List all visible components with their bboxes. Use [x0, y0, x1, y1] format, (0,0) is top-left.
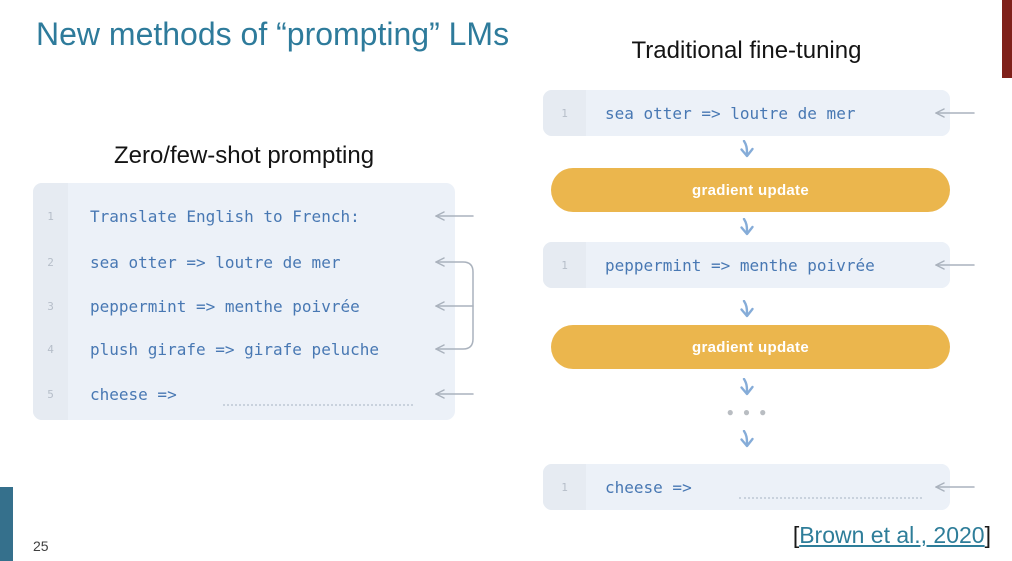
- line-number-gutter: [33, 183, 68, 420]
- down-arrow-icon: [739, 140, 754, 158]
- left-arrow-icon: [935, 108, 975, 118]
- line-number: 2: [47, 255, 54, 269]
- line-number: 1: [561, 106, 568, 120]
- left-arrow-icon: [935, 260, 975, 270]
- line-number-gutter: [543, 464, 586, 510]
- top-right-accent-bar: [1002, 0, 1012, 78]
- prompt-line: 1 Translate English to French:: [33, 206, 455, 226]
- ellipsis-dots: ●●●: [726, 405, 776, 419]
- page-number: 25: [33, 538, 49, 554]
- citation: [Brown et al., 2020]: [793, 522, 991, 549]
- example-text: sea otter => loutre de mer: [605, 103, 856, 123]
- down-arrow-icon: [739, 430, 754, 448]
- down-arrow-icon: [739, 218, 754, 236]
- fine-tuning-flow: 1 sea otter => loutre de mer gradient up…: [543, 90, 975, 515]
- branch-arrows-icon: [435, 211, 474, 399]
- slide-title: New methods of “prompting” LMs: [36, 16, 510, 52]
- gradient-update-label: gradient update: [691, 181, 809, 199]
- answer-placeholder-dotted: [222, 392, 413, 406]
- left-arrow-icon: [935, 482, 975, 492]
- example-text: cheese =>: [605, 477, 692, 497]
- example-code-block: 1 peppermint => menthe poivrée: [543, 242, 975, 288]
- line-number: 3: [47, 299, 54, 313]
- prompt-text: cheese =>: [90, 384, 177, 404]
- line-number: 5: [47, 387, 54, 401]
- zero-few-shot-heading: Zero/few-shot prompting: [113, 142, 375, 169]
- prompt-text: peppermint => menthe poivrée: [90, 296, 360, 316]
- line-number: 1: [561, 480, 568, 494]
- prompt-text: Translate English to French:: [90, 206, 360, 226]
- down-arrow-icon: [739, 300, 754, 318]
- bottom-left-accent-bar: [0, 487, 13, 561]
- prompt-text: plush girafe => girafe peluche: [90, 339, 379, 359]
- citation-close-bracket: ]: [984, 522, 991, 548]
- fine-tuning-heading: Traditional fine-tuning: [631, 37, 862, 64]
- prompt-line: 3 peppermint => menthe poivrée: [33, 296, 455, 316]
- gradient-update-pill: gradient update: [551, 325, 950, 369]
- gradient-update-label: gradient update: [691, 338, 809, 356]
- example-text: peppermint => menthe poivrée: [605, 255, 875, 275]
- example-code-block: 1 cheese =>: [543, 464, 975, 510]
- prompt-line: 2 sea otter => loutre de mer: [33, 252, 455, 272]
- line-number: 1: [561, 258, 568, 272]
- line-number-gutter: [543, 242, 586, 288]
- example-code-block: 1 sea otter => loutre de mer: [543, 90, 975, 136]
- line-number: 4: [47, 342, 54, 356]
- citation-link[interactable]: Brown et al., 2020: [799, 522, 985, 548]
- line-number: 1: [47, 209, 54, 223]
- prompt-line: 5 cheese =>: [33, 384, 455, 406]
- prompt-code-block: 1 Translate English to French: 2 sea ott…: [33, 183, 455, 420]
- answer-placeholder-dotted: [738, 485, 922, 499]
- down-arrow-icon: [739, 378, 754, 396]
- gradient-update-pill: gradient update: [551, 168, 950, 212]
- prompt-text: sea otter => loutre de mer: [90, 252, 341, 272]
- citation-open-bracket: [: [792, 522, 800, 548]
- line-number-gutter: [543, 90, 586, 136]
- prompt-line: 4 plush girafe => girafe peluche: [33, 339, 455, 359]
